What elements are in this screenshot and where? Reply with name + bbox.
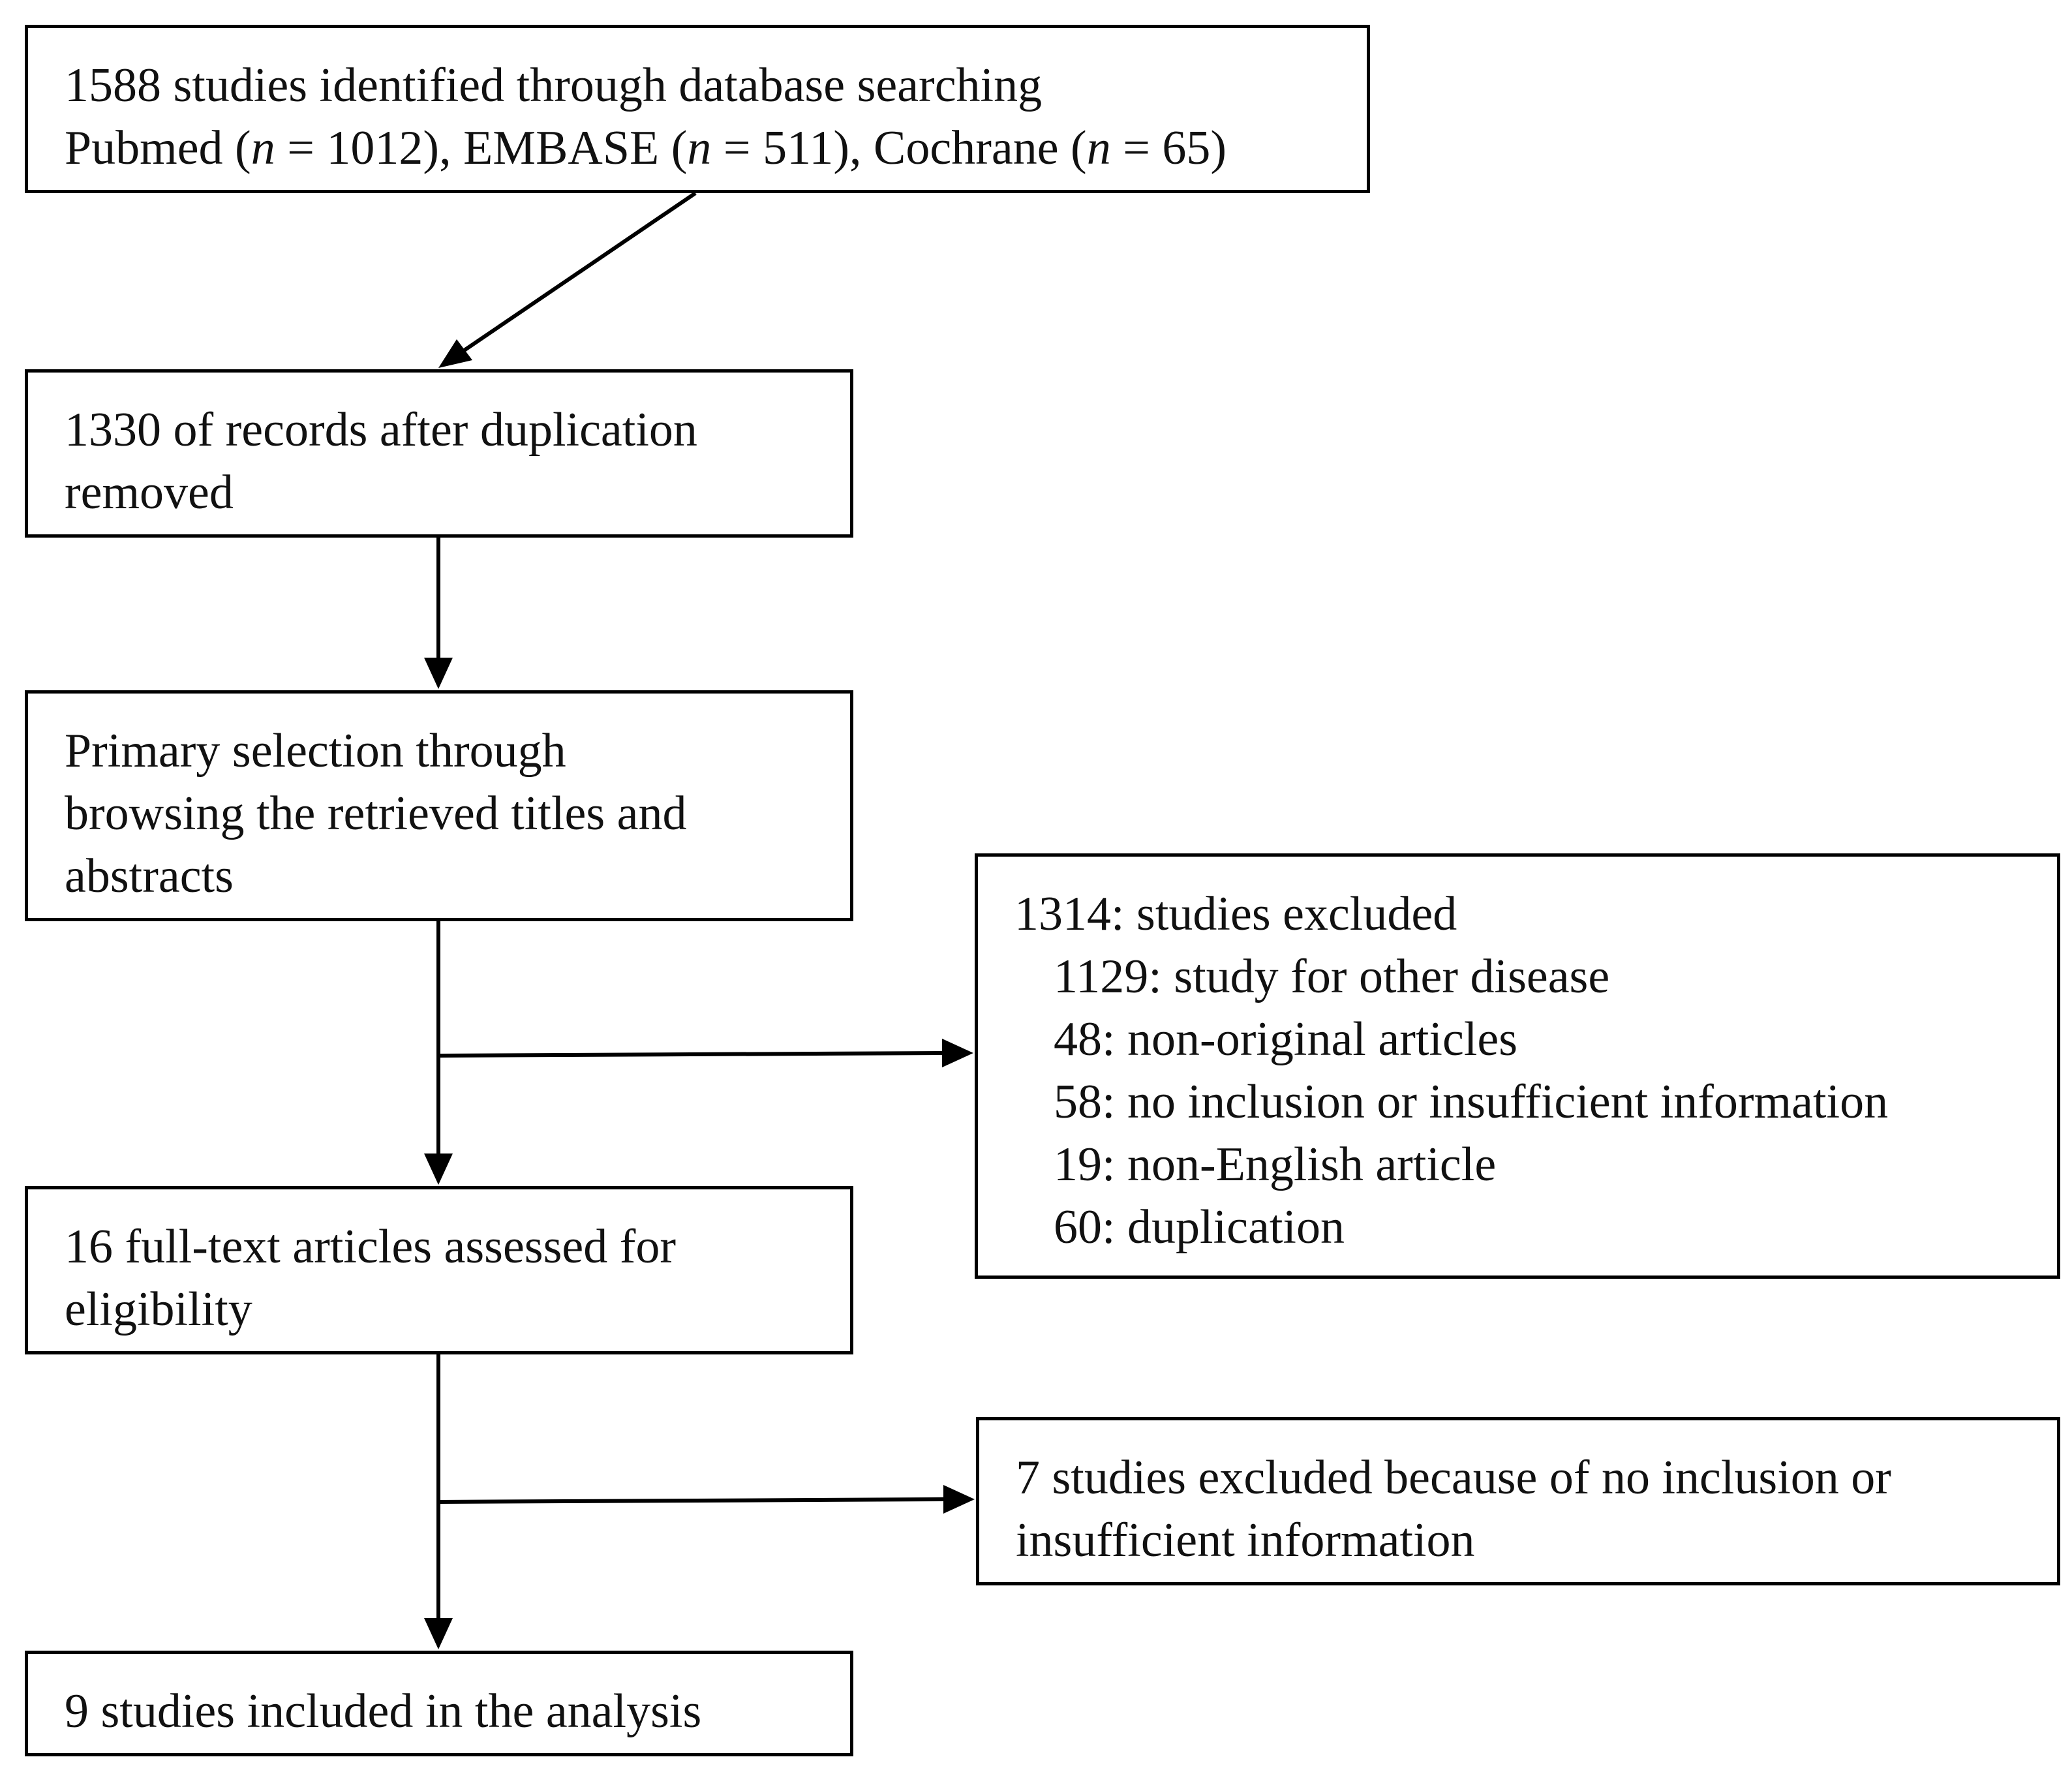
arrow-primary-selection-to-full-text <box>424 921 453 1185</box>
arrow-to-excluded-1314 <box>438 1039 973 1067</box>
identified-line-2: Pubmed (n = 1012), EMBASE (n = 511), Coc… <box>65 121 1227 175</box>
arrow-full-text-to-included <box>424 1354 453 1649</box>
excluded-reason-item: 48: non-original articles <box>1054 1013 1518 1066</box>
full-text-line-2: eligibility <box>65 1283 252 1336</box>
primary-selection-box: Primary selection through browsing the r… <box>25 690 853 921</box>
deduplicated-line-2: removed <box>65 466 234 519</box>
excluded-7-line-2: insufficient information <box>1016 1514 1475 1567</box>
excluded-1314-header: 1314: studies excluded <box>1014 887 1457 941</box>
arrow-to-excluded-7 <box>438 1485 975 1514</box>
excluded-7-box: 7 studies excluded because of no inclusi… <box>976 1417 2060 1585</box>
full-text-assessed-box: 16 full-text articles assessed for eligi… <box>25 1186 853 1354</box>
excluded-1314-box: 1314: studies excluded 1129: study for o… <box>975 853 2060 1279</box>
excluded-reason-item: 19: non-English article <box>1054 1138 1497 1191</box>
excluded-reason-item: 1129: study for other disease <box>1054 950 1610 1003</box>
identified-line-1: 1588 studies identified through database… <box>65 59 1043 112</box>
full-text-line-1: 16 full-text articles assessed for <box>65 1220 677 1274</box>
primary-selection-line-2: browsing the retrieved titles and <box>65 787 687 840</box>
primary-selection-line-1: Primary selection through <box>65 724 566 778</box>
arrow-identified-to-deduplicated <box>438 191 697 368</box>
deduplicated-records-box: 1330 of records after duplication remove… <box>25 369 853 538</box>
excluded-reason-item: 60: duplication <box>1054 1200 1345 1254</box>
primary-selection-line-3: abstracts <box>65 849 234 903</box>
deduplicated-line-1: 1330 of records after duplication <box>65 403 697 457</box>
arrow-deduplicated-to-primary-selection <box>424 538 453 689</box>
excluded-7-line-1: 7 studies excluded because of no inclusi… <box>1016 1451 1891 1505</box>
included-studies-box: 9 studies included in the analysis <box>25 1651 853 1756</box>
included-line-1: 9 studies included in the analysis <box>65 1685 702 1738</box>
excluded-reason-item: 58: no inclusion or insufficient informa… <box>1054 1075 1889 1129</box>
identified-records-box: 1588 studies identified through database… <box>25 25 1370 193</box>
